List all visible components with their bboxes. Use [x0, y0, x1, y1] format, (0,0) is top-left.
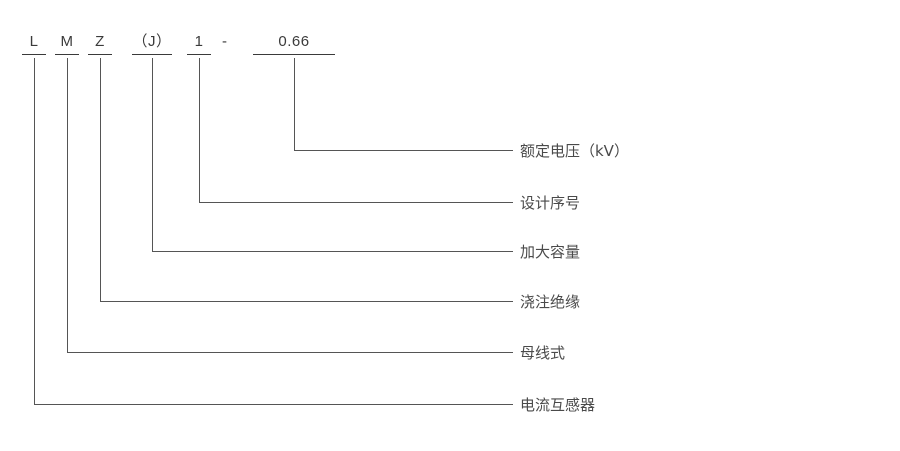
code-segment-j-text: （J）	[132, 33, 172, 50]
code-segment-l: L	[22, 34, 46, 55]
code-segment-l-text: L	[29, 33, 39, 50]
callout-label-design-serial: 设计序号	[520, 194, 581, 212]
leader-horizontal-busbar-type	[67, 352, 513, 353]
leader-horizontal-cast-insulation	[100, 301, 513, 302]
callout-label-cast-insulation: 浇注绝缘	[520, 293, 581, 311]
leader-horizontal-rated-voltage	[294, 150, 513, 151]
code-segment-j-underline	[132, 54, 172, 55]
code-segment-dash: -	[222, 34, 227, 49]
leader-vertical-rated-voltage	[294, 58, 295, 150]
code-segment-0-66-text: 0.66	[278, 33, 310, 50]
callout-label-current-transformer: 电流互感器	[520, 396, 596, 414]
code-segment-m-underline	[55, 54, 79, 55]
code-segment-dash-text: -	[222, 33, 227, 50]
code-segment-l-underline	[22, 54, 46, 55]
callout-label-rated-voltage: 额定电压（kV）	[520, 142, 629, 160]
code-segment-0-66-underline	[253, 54, 335, 55]
code-segment-1: 1	[187, 34, 211, 55]
leader-horizontal-increased-capacity	[152, 251, 513, 252]
code-segment-z-underline	[88, 54, 112, 55]
leader-vertical-current-transformer	[34, 58, 35, 404]
code-segment-z: Z	[88, 34, 112, 55]
callout-label-busbar-type: 母线式	[520, 344, 566, 362]
code-segment-z-text: Z	[95, 33, 105, 50]
leader-vertical-increased-capacity	[152, 58, 153, 251]
leader-horizontal-current-transformer	[34, 404, 513, 405]
code-segment-j: （J）	[132, 34, 172, 55]
code-segment-1-text: 1	[194, 33, 204, 50]
leader-vertical-busbar-type	[67, 58, 68, 352]
code-segment-m: M	[55, 34, 79, 55]
callout-label-increased-capacity: 加大容量	[520, 243, 581, 261]
leader-vertical-design-serial	[199, 58, 200, 202]
code-segment-0-66: 0.66	[253, 34, 335, 55]
code-segment-1-underline	[187, 54, 211, 55]
code-segment-m-text: M	[60, 33, 74, 50]
leader-horizontal-design-serial	[199, 202, 513, 203]
leader-vertical-cast-insulation	[100, 58, 101, 301]
